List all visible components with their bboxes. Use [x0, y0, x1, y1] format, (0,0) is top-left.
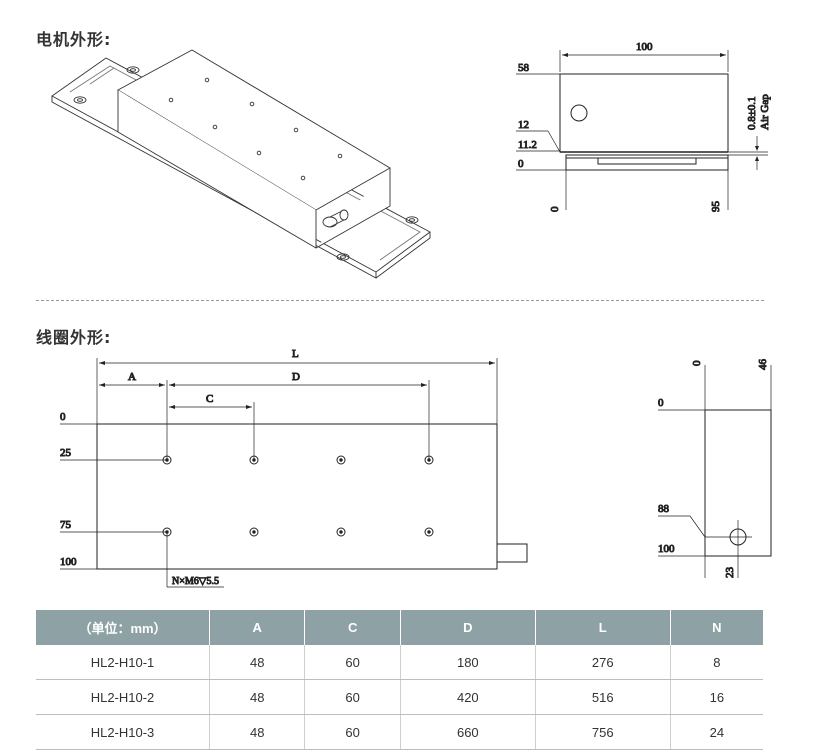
motor-dim-11-2: 11.2 — [518, 139, 537, 151]
cell-D: 660 — [400, 714, 536, 750]
table-row: HL2-H10-2 48 60 420 516 16 — [36, 679, 763, 715]
cell-C: 60 — [304, 679, 401, 715]
table-row: HL2-H10-3 48 60 660 756 24 — [36, 714, 763, 750]
motor-dim-width: 100 — [636, 41, 653, 53]
cell-A: 48 — [209, 679, 306, 715]
cell-D: 420 — [400, 679, 536, 715]
coil-top-view — [60, 358, 528, 588]
motor-isometric-sketch — [51, 49, 431, 279]
spec-table-header: （单位：mm） A C D L N — [36, 610, 763, 645]
cell-L: 276 — [535, 645, 671, 680]
motor-dim-gap: 0.8±0.1 — [746, 96, 758, 130]
cell-N: 8 — [670, 645, 763, 680]
coil-side-dim-x46: 46 — [757, 359, 769, 371]
header-unit: （单位：mm） — [36, 610, 210, 645]
coil-dim-25: 25 — [60, 447, 72, 459]
cell-A: 48 — [209, 714, 306, 750]
motor-outline-title: 电机外形: — [36, 30, 112, 49]
coil-hole-note: N×M6▽5.5 — [172, 576, 219, 587]
coil-dim-100: 100 — [60, 556, 77, 568]
motor-dim-58: 58 — [518, 62, 530, 74]
motor-dim-gap-label: Air Gap — [759, 94, 771, 130]
motor-dim-12: 12 — [518, 119, 529, 131]
coil-dim-D: D — [292, 371, 300, 383]
cell-C: 60 — [304, 714, 401, 750]
coil-dim-L: L — [292, 348, 299, 360]
coil-side-dim-x0: 0 — [691, 360, 703, 366]
spec-table: （单位：mm） A C D L N HL2-H10-1 48 60 180 27… — [36, 610, 763, 750]
coil-dim-0: 0 — [60, 411, 66, 423]
section-divider — [36, 300, 764, 301]
coil-side-view — [658, 365, 772, 578]
coil-dim-A: A — [128, 371, 136, 383]
cell-A: 48 — [209, 645, 306, 680]
cell-N: 16 — [670, 679, 763, 715]
coil-side-dim-y0: 0 — [658, 397, 664, 409]
motor-dim-x0: 0 — [549, 206, 561, 212]
header-D: D — [400, 610, 536, 645]
motor-dim-0: 0 — [518, 158, 524, 170]
cell-C: 60 — [304, 645, 401, 680]
coil-dim-75: 75 — [60, 519, 72, 531]
coil-side-dim-x23: 23 — [724, 567, 736, 579]
cell-model: HL2-H10-2 — [36, 679, 210, 715]
header-A: A — [209, 610, 306, 645]
coil-hole-row-bottom — [162, 527, 434, 537]
coil-side-dim-y100: 100 — [658, 543, 675, 555]
header-L: L — [535, 610, 671, 645]
motor-front-view — [516, 50, 768, 210]
cell-L: 756 — [535, 714, 671, 750]
coil-side-dim-y88: 88 — [658, 503, 670, 515]
table-row: HL2-H10-1 48 60 180 276 8 — [36, 645, 763, 680]
cell-model: HL2-H10-3 — [36, 714, 210, 750]
coil-hole-row-top — [162, 455, 434, 465]
motor-dim-x95: 95 — [710, 201, 722, 213]
cell-model: HL2-H10-1 — [36, 645, 210, 680]
cell-D: 180 — [400, 645, 536, 680]
header-C: C — [304, 610, 401, 645]
header-N: N — [670, 610, 763, 645]
coil-dim-C: C — [206, 393, 213, 405]
cell-L: 516 — [535, 679, 671, 715]
coil-outline-title: 线圈外形: — [36, 328, 112, 347]
cell-N: 24 — [670, 714, 763, 750]
